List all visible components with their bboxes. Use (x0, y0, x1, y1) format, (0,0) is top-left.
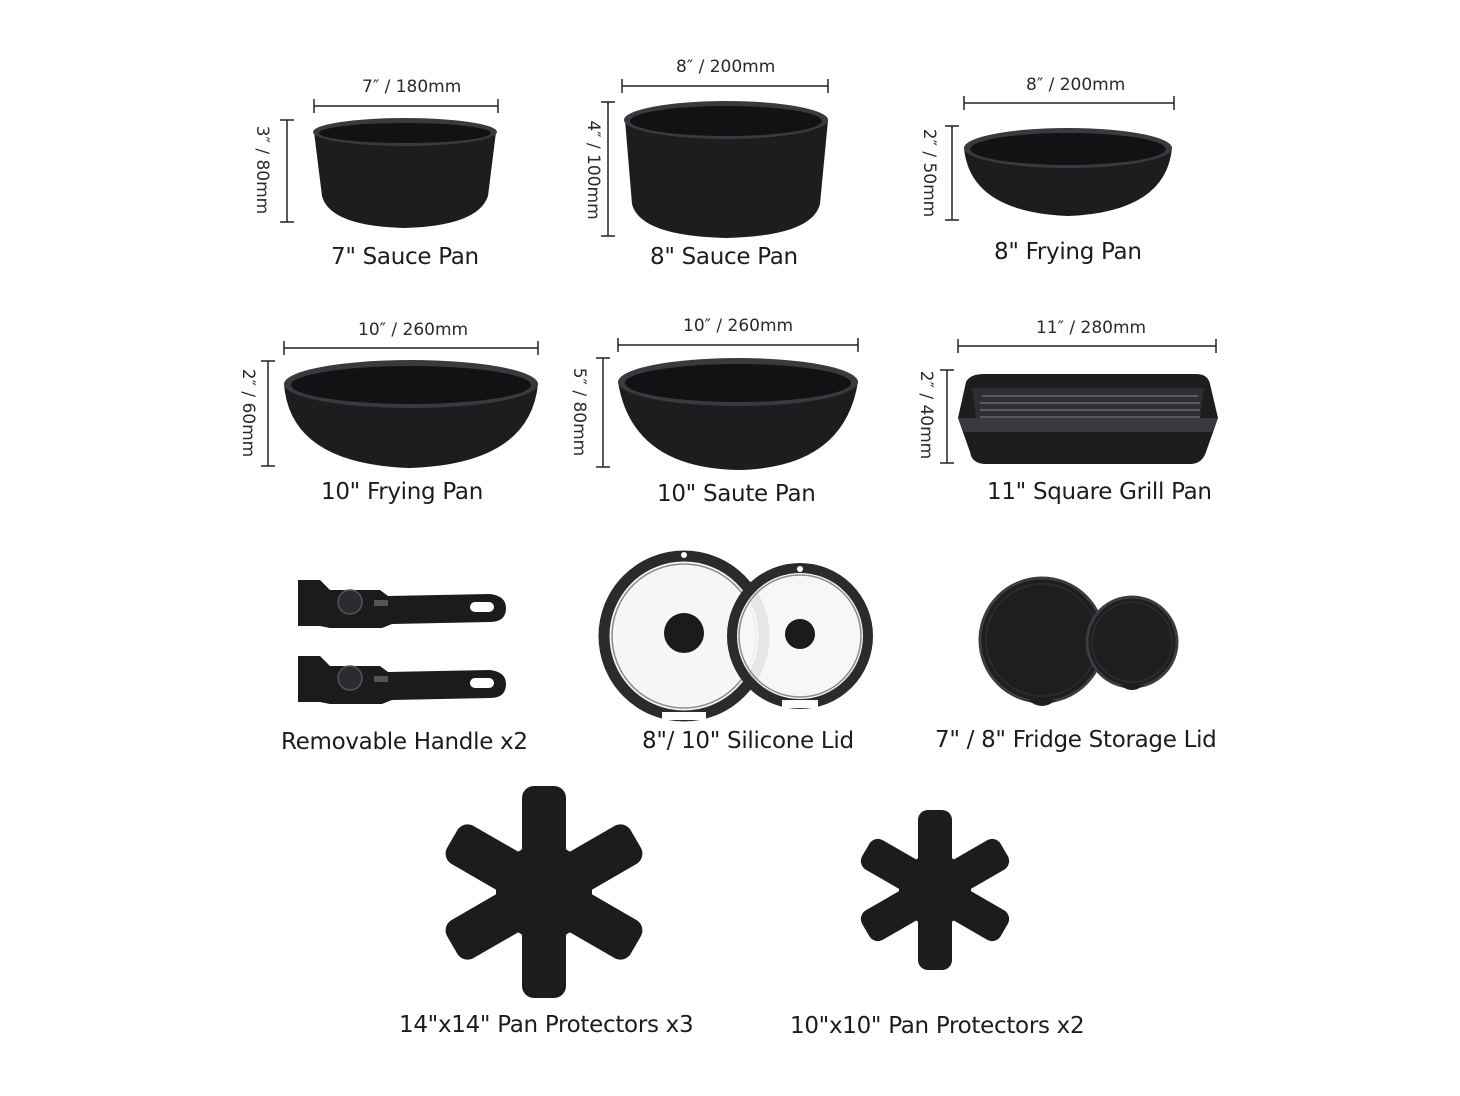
width-dimension-line (601, 79, 829, 237)
width-dimension-line (261, 341, 539, 467)
height-dimension: 4″ / 100mm (583, 120, 603, 220)
width-dimension-line (596, 338, 859, 468)
handle-icon (298, 580, 506, 704)
width-dimension: 10″ / 260mm (683, 316, 794, 336)
height-dimension: 2″ / 40mm (916, 370, 936, 460)
product-label: 10" Frying Pan (321, 479, 483, 505)
product-label: 7" / 8" Fridge Storage Lid (935, 727, 1217, 753)
product-label: 8" Sauce Pan (650, 244, 798, 270)
product-label: 10"x10" Pan Protectors x2 (790, 1013, 1085, 1039)
product-label: 14"x14" Pan Protectors x3 (399, 1012, 694, 1038)
width-dimension-line (945, 96, 1175, 221)
sauce-pan-image (313, 118, 497, 228)
width-dimension: 8″ / 200mm (1026, 75, 1126, 95)
height-dimension: 5″ / 80mm (569, 367, 589, 457)
product-label: 8" Frying Pan (994, 239, 1142, 265)
height-dimension: 2″ / 60mm (238, 368, 258, 458)
lid-icon (598, 550, 873, 722)
product-label: 7" Sauce Pan (331, 244, 479, 270)
pan-protector-icon (860, 810, 1010, 970)
saute-pan-image (618, 358, 858, 470)
sauce-pan-image (624, 101, 828, 238)
product-label: Removable Handle x2 (281, 729, 528, 755)
height-dimension: 3″ / 80mm (252, 125, 272, 215)
frying-pan-image (964, 128, 1172, 216)
frying-pan-image (284, 360, 538, 468)
width-dimension-line (280, 99, 499, 223)
storage-lid-icon (978, 576, 1179, 706)
width-dimension: 7″ / 180mm (362, 77, 462, 97)
pan-protector-icon (445, 786, 643, 998)
width-dimension-line (940, 339, 1217, 464)
height-dimension: 2″ / 50mm (919, 128, 939, 218)
product-label: 11" Square Grill Pan (987, 479, 1212, 505)
width-dimension: 8″ / 200mm (676, 57, 776, 77)
product-label: 8"/ 10" Silicone Lid (642, 728, 854, 754)
product-label: 10" Saute Pan (657, 481, 816, 507)
grill-pan-image (958, 374, 1218, 464)
width-dimension: 10″ / 260mm (358, 320, 469, 340)
width-dimension: 11″ / 280mm (1036, 318, 1147, 338)
